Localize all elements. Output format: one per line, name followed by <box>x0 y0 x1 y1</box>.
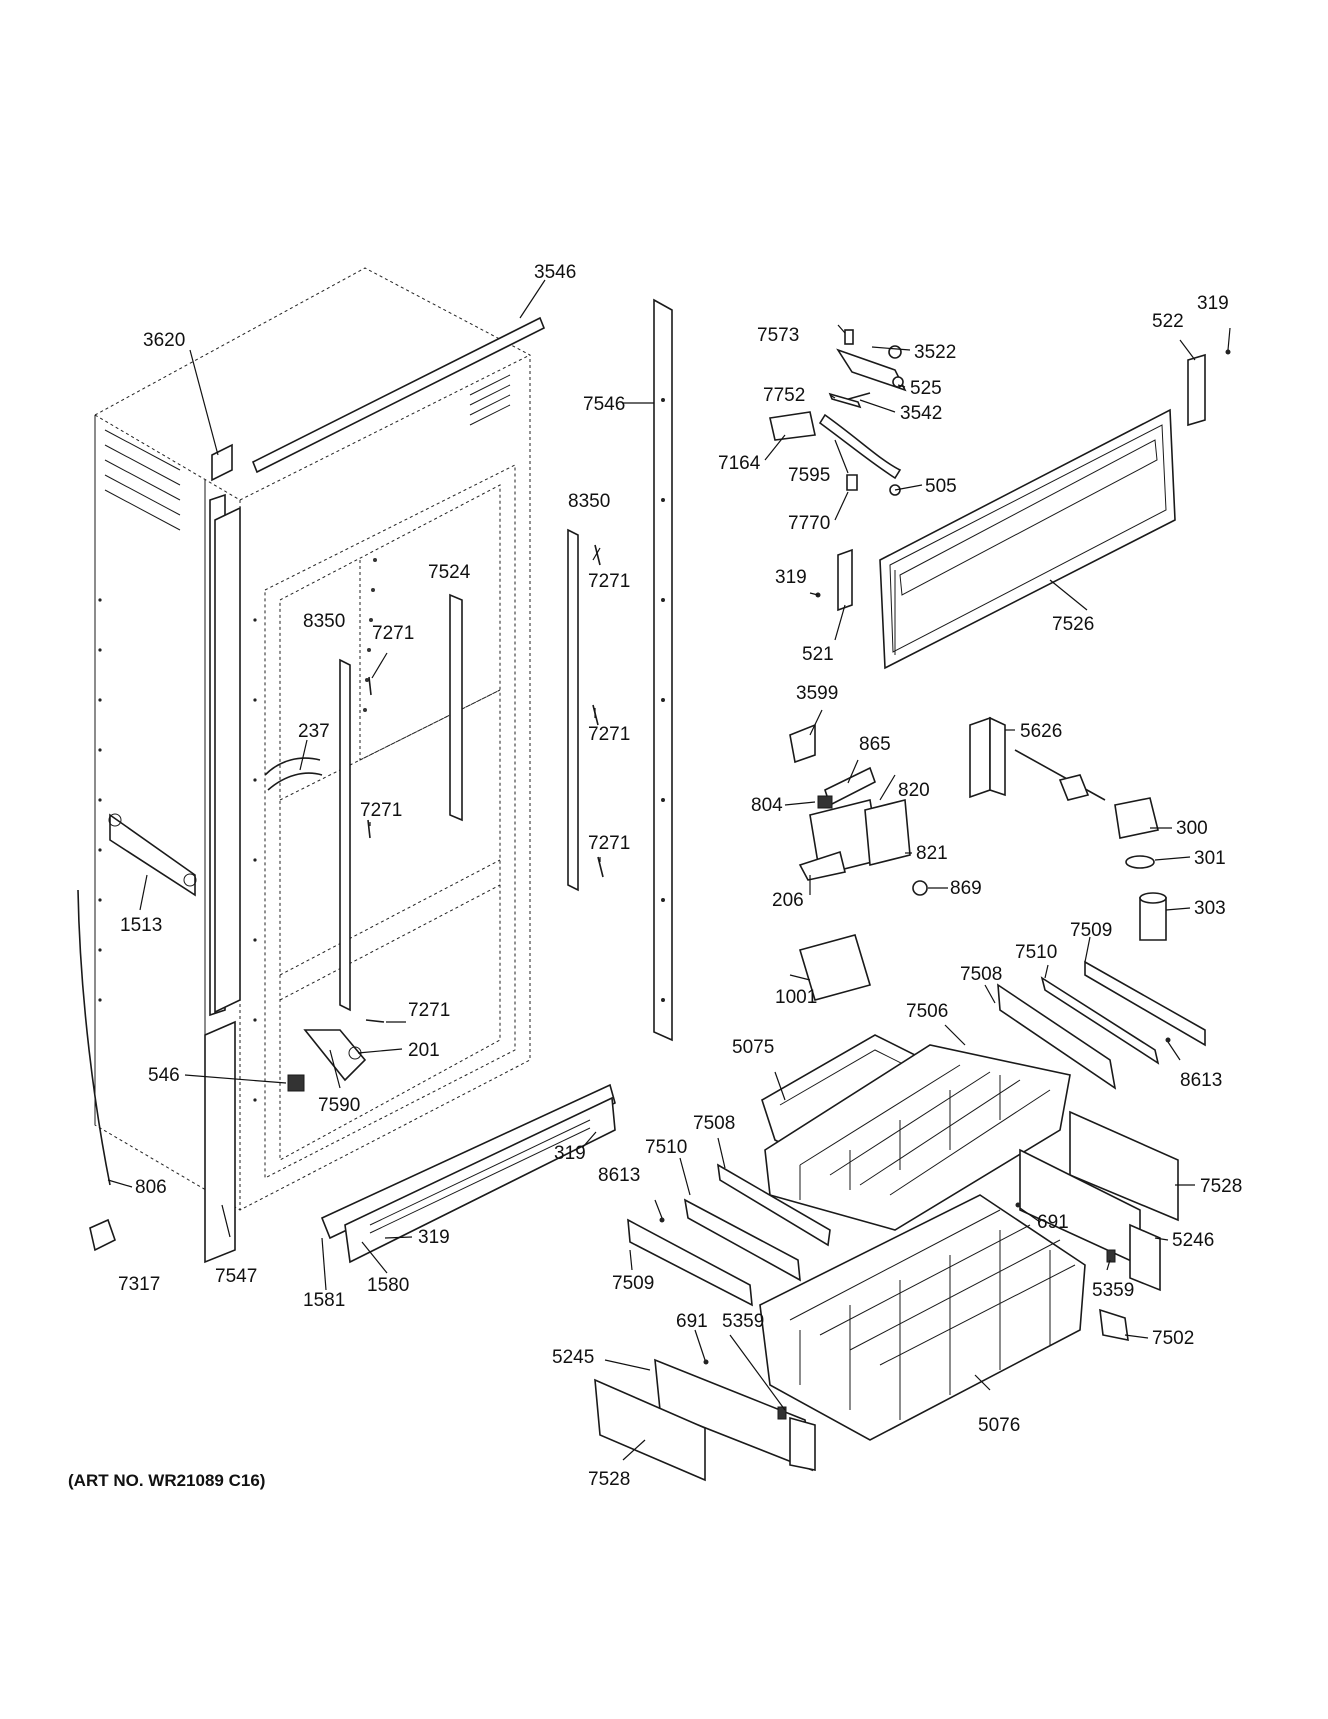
callout-label: 1001 <box>775 987 817 1008</box>
callout-label: 5075 <box>732 1037 774 1058</box>
hinge-parts <box>769 329 1231 612</box>
callout-label: 319 <box>554 1143 586 1164</box>
callout-label: 691 <box>1037 1212 1069 1233</box>
callout-label: 7271 <box>588 833 630 854</box>
callout-label: 806 <box>135 1177 167 1198</box>
callout-label: 3620 <box>143 330 185 351</box>
callout-leaders <box>107 279 1231 1461</box>
callout-label: 206 <box>772 890 804 911</box>
callout-label: 3522 <box>914 342 956 363</box>
callout-label: 7547 <box>215 1266 257 1287</box>
callout-label: 7271 <box>408 1000 450 1021</box>
callout-label: 7317 <box>118 1274 160 1295</box>
callout-label: 522 <box>1152 311 1184 332</box>
callout-label: 865 <box>859 734 891 755</box>
callout-label: 8350 <box>303 611 345 632</box>
callout-label: 525 <box>910 378 942 399</box>
callout-label: 7752 <box>763 385 805 406</box>
callout-label: 300 <box>1176 818 1208 839</box>
callout-label: 201 <box>408 1040 440 1061</box>
callout-label: 3599 <box>796 683 838 704</box>
callout-label: 5359 <box>1092 1280 1134 1301</box>
cabinet-assembly <box>77 267 673 1264</box>
callout-label: 7164 <box>718 453 761 474</box>
callout-label: 521 <box>802 644 834 665</box>
callout-label: 1580 <box>367 1275 409 1296</box>
callout-label: 7508 <box>693 1113 735 1134</box>
callout-label: 7528 <box>588 1469 630 1490</box>
callout-label: 7524 <box>428 562 471 583</box>
callout-label: 7546 <box>583 394 625 415</box>
callout-label: 8613 <box>598 1165 640 1186</box>
callout-label: 7770 <box>788 513 830 534</box>
callout-label: 7271 <box>372 623 414 644</box>
callout-label: 691 <box>676 1311 708 1332</box>
freezer-door-panel <box>879 408 1176 670</box>
callout-label: 5245 <box>552 1347 594 1368</box>
callout-label: 821 <box>916 843 948 864</box>
callout-label: 7508 <box>960 964 1002 985</box>
art-number: (ART NO. WR21089 C16) <box>68 1471 265 1490</box>
callout-label: 1581 <box>303 1290 345 1311</box>
callout-label: 7271 <box>588 571 630 592</box>
callout-label: 5246 <box>1172 1230 1214 1251</box>
callout-label: 7595 <box>788 465 830 486</box>
callout-label: 7590 <box>318 1095 360 1116</box>
callout-label: 5076 <box>978 1415 1020 1436</box>
callout-label: 7510 <box>645 1137 687 1158</box>
callout-label: 7502 <box>1152 1328 1194 1349</box>
callout-label: 7509 <box>612 1273 654 1294</box>
callout-label: 8613 <box>1180 1070 1222 1091</box>
callout-label: 505 <box>925 476 957 497</box>
callout-label: 7526 <box>1052 614 1094 635</box>
callout-label: 8350 <box>568 491 610 512</box>
callout-label: 1513 <box>120 915 162 936</box>
callout-label: 7506 <box>906 1001 948 1022</box>
callout-label: 804 <box>751 795 783 816</box>
callout-label: 7510 <box>1015 942 1057 963</box>
callout-label: 319 <box>1197 293 1229 314</box>
callout-label: 7271 <box>588 724 630 745</box>
ice-maker-group <box>789 716 1167 941</box>
callout-label: 7528 <box>1200 1176 1242 1197</box>
callout-label: 869 <box>950 878 982 899</box>
callout-label: 7271 <box>360 800 402 821</box>
callout-label: 5626 <box>1020 721 1062 742</box>
callout-label: 3546 <box>534 262 576 283</box>
callout-label: 7573 <box>757 325 799 346</box>
callout-label: 301 <box>1194 848 1226 869</box>
callout-label: 546 <box>148 1065 180 1086</box>
callout-label: 319 <box>775 567 807 588</box>
callout-label: 7509 <box>1070 920 1112 941</box>
callout-label: 237 <box>298 721 330 742</box>
callout-labels: 3546 3620 7546 8350 7271 7524 8350 7271 … <box>118 262 1242 1490</box>
callout-label: 5359 <box>722 1311 764 1332</box>
callout-label: 820 <box>898 780 930 801</box>
drawer-baskets-and-slides <box>594 934 1206 1482</box>
callout-label: 303 <box>1194 898 1226 919</box>
callout-label: 319 <box>418 1227 450 1248</box>
callout-label: 3542 <box>900 403 942 424</box>
